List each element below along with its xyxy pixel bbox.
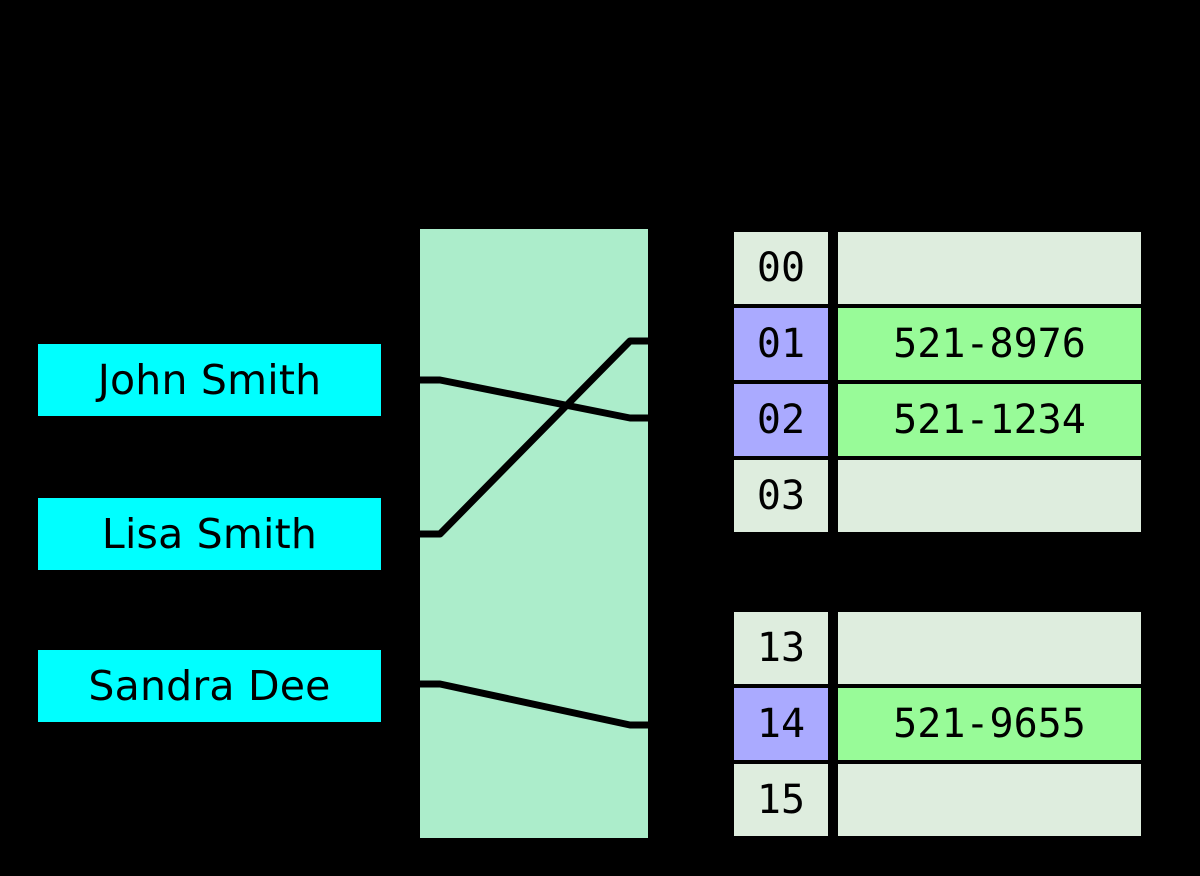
bucket-value-cell xyxy=(838,460,1141,532)
bucket-index-cell: 01 xyxy=(734,308,828,380)
key-label: John Smith xyxy=(97,355,322,404)
bucket-index-cell: 14 xyxy=(734,688,828,760)
bucket-value-cell xyxy=(838,612,1141,684)
bucket-index-cell: 13 xyxy=(734,612,828,684)
bucket-value-cell: 521-9655 xyxy=(838,688,1141,760)
bucket-row[interactable]: 15 xyxy=(734,764,1141,836)
bucket-row[interactable]: 03 xyxy=(734,460,1141,532)
key-box-lisa-smith[interactable]: Lisa Smith xyxy=(38,498,381,570)
key-box-sandra-dee[interactable]: Sandra Dee xyxy=(38,650,381,722)
bucket-value-cell xyxy=(838,764,1141,836)
hash-function-box xyxy=(420,229,648,838)
bucket-row[interactable]: 00 xyxy=(734,232,1141,304)
bucket-index-cell: 03 xyxy=(734,460,828,532)
key-label: Sandra Dee xyxy=(88,661,331,710)
bucket-row[interactable]: 13 xyxy=(734,612,1141,684)
bucket-value-cell: 521-8976 xyxy=(838,308,1141,380)
bucket-value-cell: 521-1234 xyxy=(838,384,1141,456)
key-box-john-smith[interactable]: John Smith xyxy=(38,344,381,416)
key-label: Lisa Smith xyxy=(101,509,318,558)
bucket-value-cell xyxy=(838,232,1141,304)
bucket-index-cell: 15 xyxy=(734,764,828,836)
bucket-index-cell: 02 xyxy=(734,384,828,456)
bucket-index-cell: 00 xyxy=(734,232,828,304)
